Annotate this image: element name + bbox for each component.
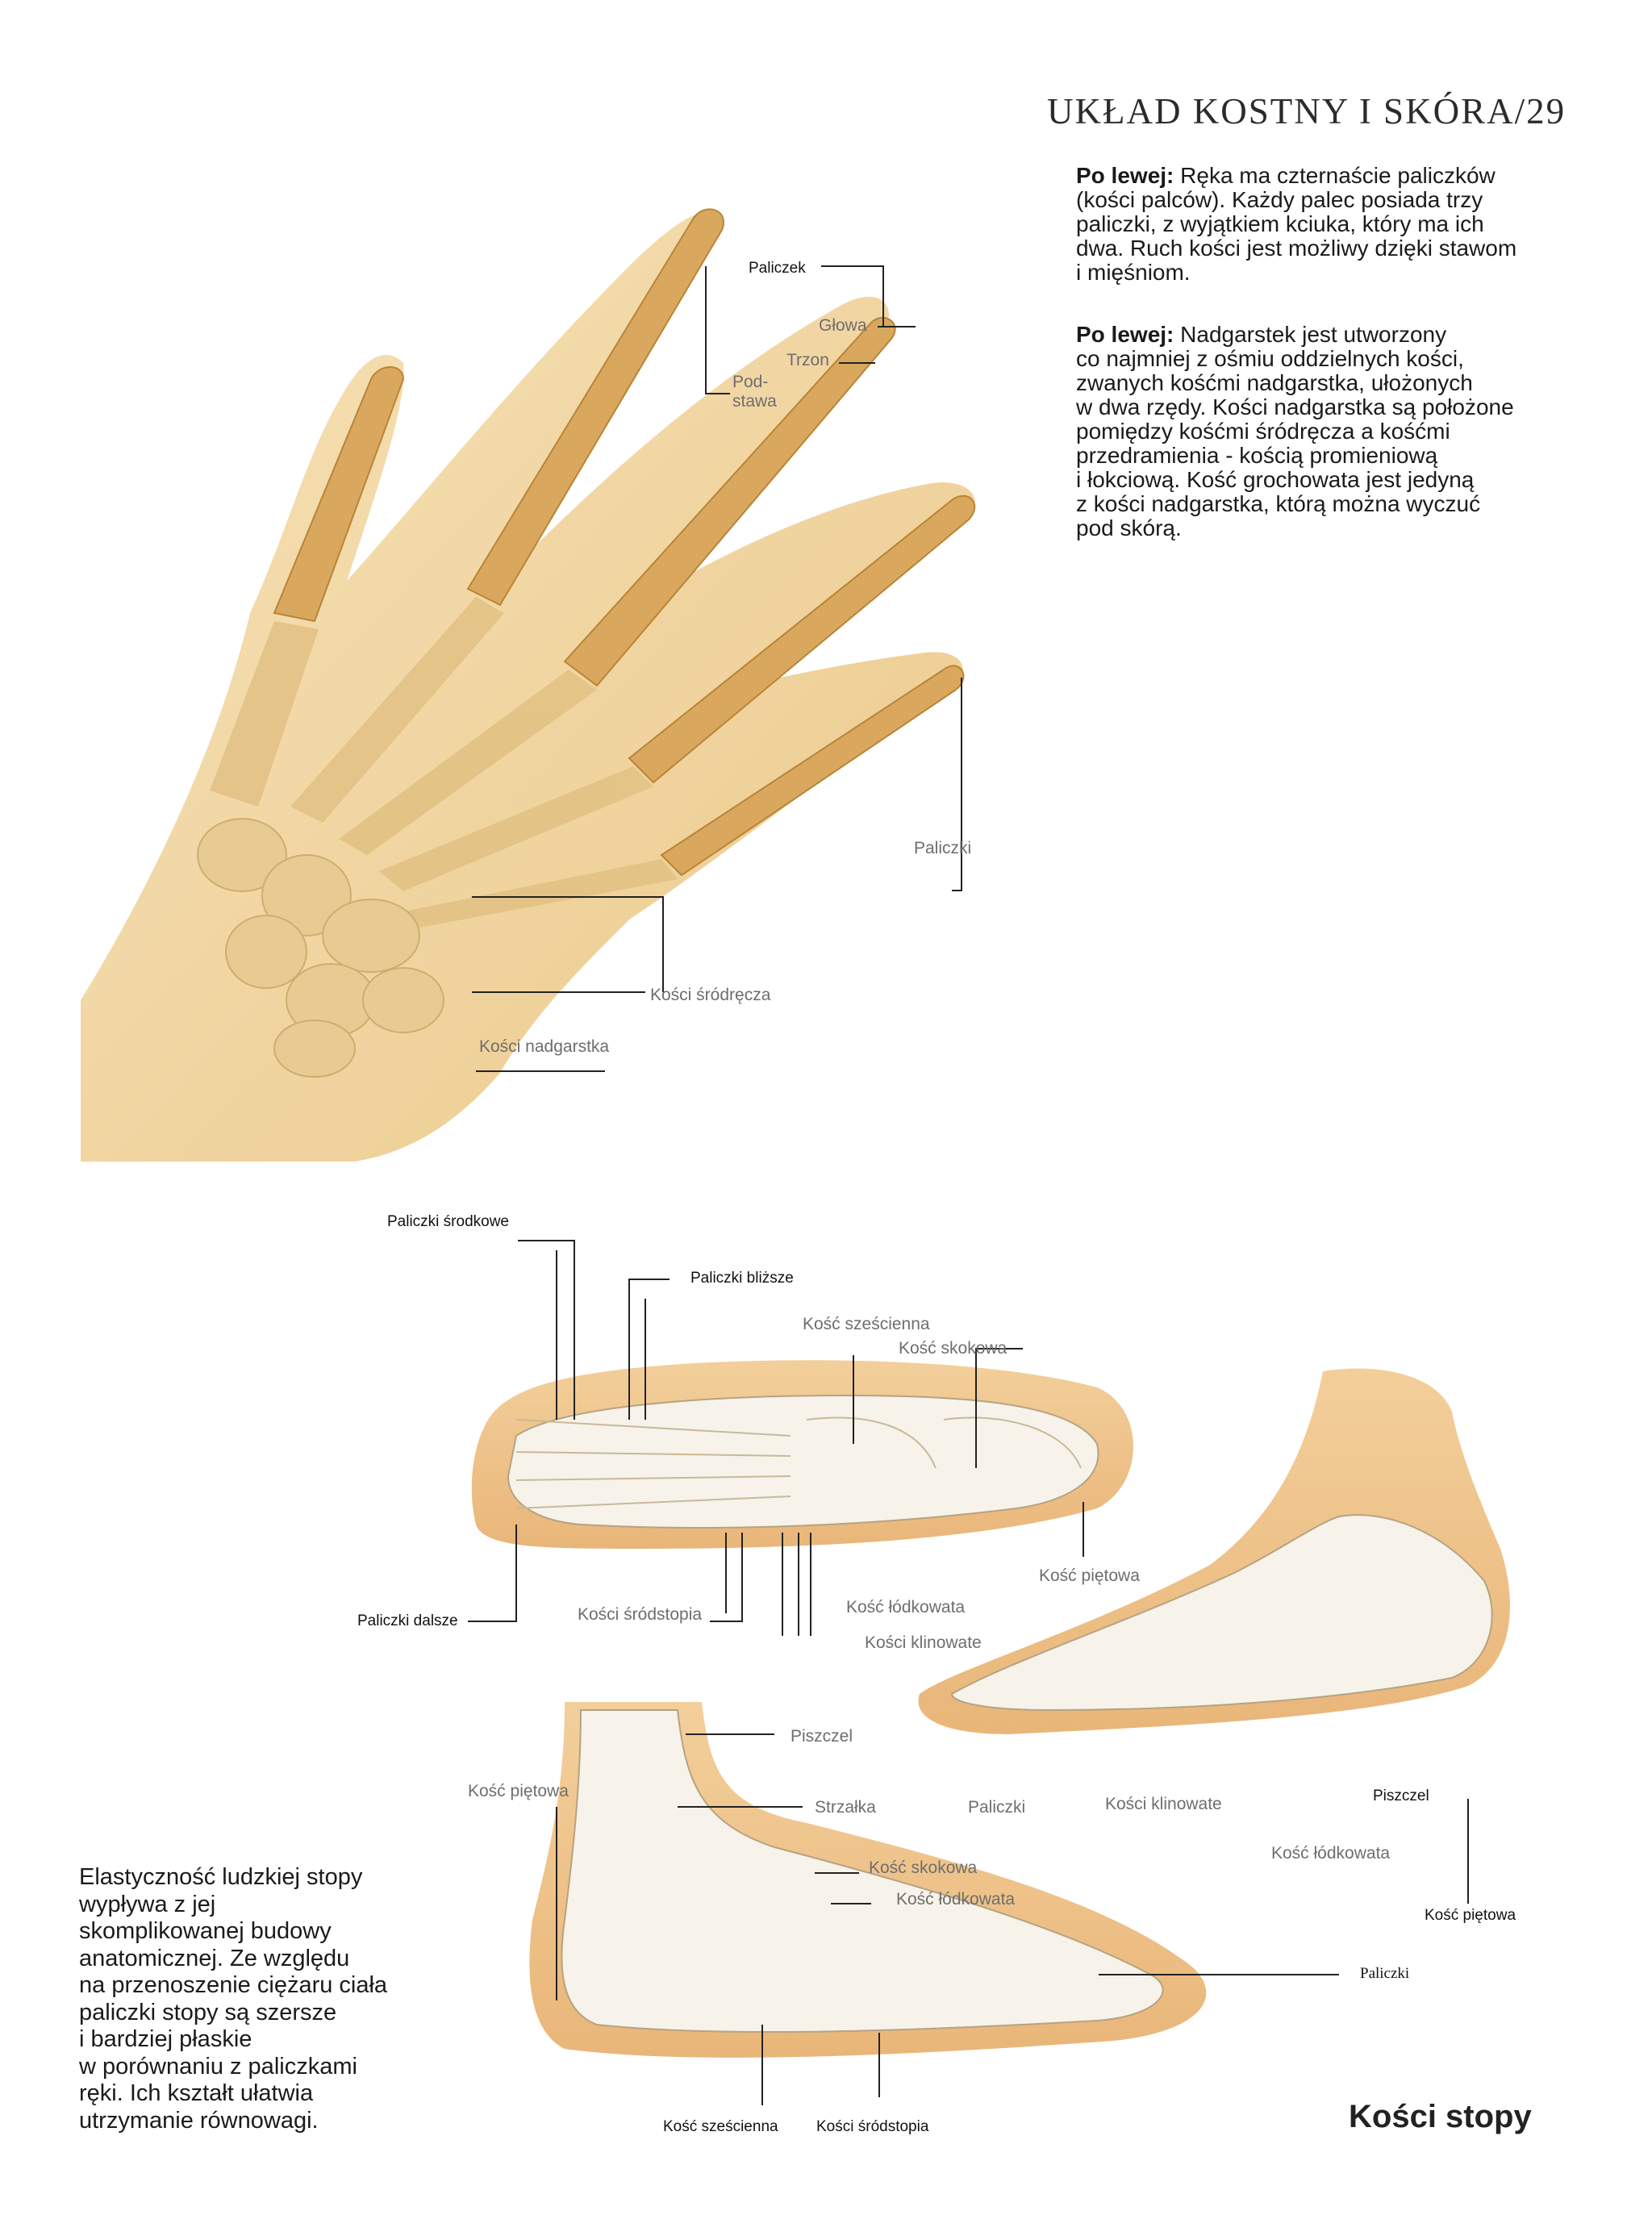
label-podstawa-line: stawa [732, 392, 777, 411]
foot-inner-illustration [529, 1702, 1207, 2058]
label-kosc-szescienna-inner: Kość sześcienna [663, 2118, 778, 2135]
label-piszczel-inner: Piszczel [791, 1727, 853, 1746]
paragraph-line: i bardziej płaskie [79, 2026, 252, 2052]
middle-finger-bones [563, 317, 896, 687]
wrist-paragraph: Po lewej: Nadgarstek jest utworzony co n… [1076, 323, 1514, 540]
label-glowa: Głowa [819, 316, 867, 335]
label-kosc-pietowa-side: Kość piętowa [1425, 1907, 1516, 1924]
paragraph-line: (kości palców). Każdy palec posiada trzy [1076, 187, 1483, 212]
hand-illustration [81, 208, 976, 1162]
paragraph-line: dwa. Ruch kości jest możliwy dzięki staw… [1076, 236, 1517, 261]
section-title: Kości stopy [1349, 2099, 1532, 2134]
label-paliczek: Paliczek [749, 260, 806, 277]
label-kosci-nadgarstka: Kości nadgarstka [479, 1037, 610, 1056]
index-finger-bones [466, 208, 724, 607]
label-kosc-lodkowata-side: Kość łódkowata [1271, 1844, 1391, 1863]
foot-elasticity-paragraph: Elastyczność ludzkiej stopy wypływa z je… [79, 1864, 387, 2134]
paragraph-line: skomplikowanej budowy [79, 1918, 332, 1944]
page-title: UKŁAD KOSTNY I SKÓRA/29 [1047, 91, 1566, 131]
thumb-bones [273, 366, 405, 623]
hand-bones [273, 208, 976, 877]
label-kosci-srodstopia-inner: Kości śródstopia [816, 2118, 929, 2135]
label-paliczki-side: Paliczki [968, 1798, 1026, 1817]
label-paliczki-side-2: Paliczki [1360, 1965, 1410, 1982]
label-podstawa-line: Pod- [732, 373, 769, 391]
paragraph-line: na przenoszenie ciężaru ciała [79, 1972, 388, 1998]
metacarpal-bones [210, 597, 678, 928]
paragraph-line: z kości nadgarstka, którą można wyczuć [1076, 491, 1481, 516]
paragraph-line: Ręka ma czternaście paliczków [1174, 163, 1496, 188]
paragraph-line: i łokciową. Kość grochowata jest jedyną [1076, 467, 1475, 492]
label-kosci-srodstopia-top: Kości śródstopia [578, 1605, 703, 1624]
leader-lines [468, 265, 1469, 2105]
label-kosci-srodrecza: Kości śródręcza [650, 986, 771, 1004]
hand-phalanges-paragraph: Po lewej: Ręka ma czternaście paliczków … [1076, 164, 1516, 285]
foot-side-illustration [918, 1368, 1510, 1734]
paragraph-line: utrzymanie równowagi. [79, 2107, 319, 2134]
label-kosc-lodkowata-inner: Kość łódkowata [896, 1890, 1016, 1909]
label-kosc-pietowa-top: Kość piętowa [1039, 1566, 1140, 1585]
paragraph-line: Nadgarstek jest utworzony [1174, 322, 1447, 347]
label-kosc-skokowa-top: Kość skokowa [899, 1339, 1007, 1358]
paragraph-line: w porównaniu z paliczkami [79, 2053, 357, 2080]
label-paliczki-dalsze: Paliczki dalsze [357, 1612, 458, 1629]
carpal-bones [197, 818, 444, 1078]
paragraph-line: paliczki stopy są szersze [79, 1999, 337, 2025]
paragraph-lead: Po lewej: [1076, 322, 1174, 347]
label-paliczki-blizsze: Paliczki bliższe [690, 1270, 794, 1287]
label-paliczki-srodkowe: Paliczki środkowe [387, 1213, 509, 1230]
label-kosci-klinowate-top: Kości klinowate [865, 1633, 982, 1652]
foot-top-illustration [471, 1360, 1133, 1549]
label-podstawa: Pod- stawa [732, 373, 777, 411]
paragraph-line: zwanych kośćmi nadgarstka, ułożonych [1076, 370, 1473, 395]
little-finger-bones [660, 665, 965, 877]
paragraph-line: przedramienia - kością promieniową [1076, 443, 1438, 468]
label-kosc-skokowa-inner: Kość skokowa [869, 1858, 978, 1877]
paragraph-line: ręki. Ich kształt ułatwia [79, 2080, 314, 2106]
paragraph-line: co najmniej z ośmiu oddzielnych kości, [1076, 346, 1464, 371]
paragraph-line: pomiędzy kośćmi śródręcza a kośćmi [1076, 419, 1450, 444]
label-kosc-szescienna-top: Kość sześcienna [803, 1315, 930, 1333]
paragraph-line: i mięśniom. [1076, 260, 1191, 285]
ring-finger-bones [628, 494, 976, 784]
paragraph-line: paliczki, z wyjątkiem kciuka, który ma i… [1076, 211, 1484, 236]
paragraph-lead: Po lewej: [1076, 163, 1174, 188]
paragraph-line: Elastyczność ludzkiej stopy [79, 1864, 363, 1890]
label-kosc-lodkowata-top: Kość łódkowata [846, 1598, 966, 1617]
label-strzalka: Strzałka [815, 1798, 876, 1817]
paragraph-line: pod skórą. [1076, 515, 1182, 540]
paragraph-line: anatomicznej. Ze względu [79, 1945, 350, 1971]
label-trzon: Trzon [786, 351, 829, 369]
label-piszczel-side: Piszczel [1373, 1788, 1429, 1804]
paragraph-line: w dwa rzędy. Kości nadgarstka są położon… [1076, 394, 1514, 419]
label-kosc-pietowa-inner: Kość piętowa [468, 1782, 569, 1800]
label-kosci-klinowate-side: Kości klinowate [1105, 1795, 1222, 1813]
label-paliczki-hand: Paliczki [914, 839, 972, 857]
paragraph-line: wypływa z jej [79, 1891, 216, 1917]
